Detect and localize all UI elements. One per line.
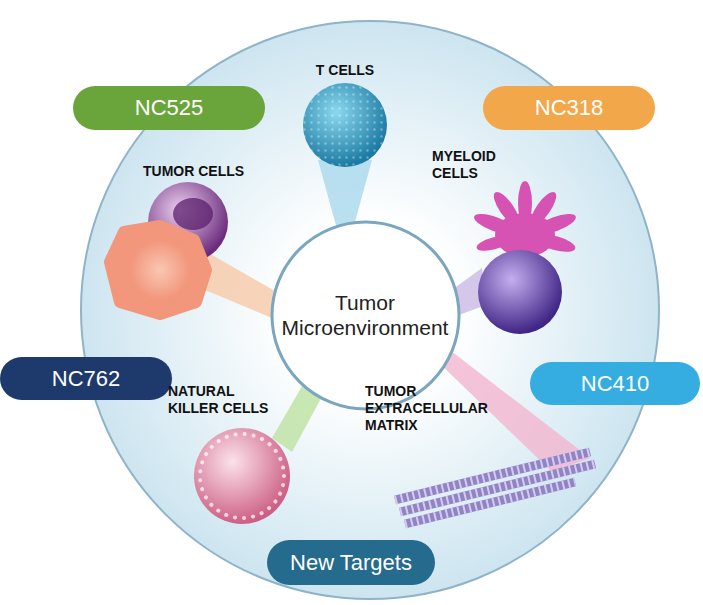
program-pill: NC525 — [73, 86, 265, 130]
center-circle: Tumor Microenvironment — [270, 220, 461, 411]
cell-label: TUMOR EXTRACELLULAR MATRIX — [365, 383, 492, 434]
cell-label: MYELOID CELLS — [432, 148, 527, 182]
t-cell — [303, 83, 387, 167]
outer-circle — [81, 21, 659, 599]
program-pill: NC318 — [483, 86, 655, 130]
cell-label: NATURAL KILLER CELLS — [168, 383, 280, 417]
cell-label: TUMOR CELLS — [143, 163, 283, 180]
program-pill: NC762 — [0, 357, 172, 400]
tumor-cells — [110, 182, 228, 314]
center-circle-outline — [270, 220, 461, 411]
nk-cell — [194, 428, 290, 524]
program-pill: NC410 — [530, 362, 700, 405]
pill-label: NC318 — [535, 95, 603, 121]
pill-label: New Targets — [290, 550, 412, 576]
pill-label: NC410 — [581, 371, 649, 397]
program-pill: New Targets — [267, 540, 435, 585]
myeloid-cells — [472, 181, 578, 334]
extracellular-matrix — [395, 452, 595, 524]
cell-label: T CELLS — [300, 62, 390, 79]
center-label: Tumor Microenvironment — [280, 290, 451, 340]
center-circle-shape — [272, 222, 459, 409]
pill-label: NC762 — [52, 366, 120, 392]
pill-label: NC525 — [135, 95, 203, 121]
